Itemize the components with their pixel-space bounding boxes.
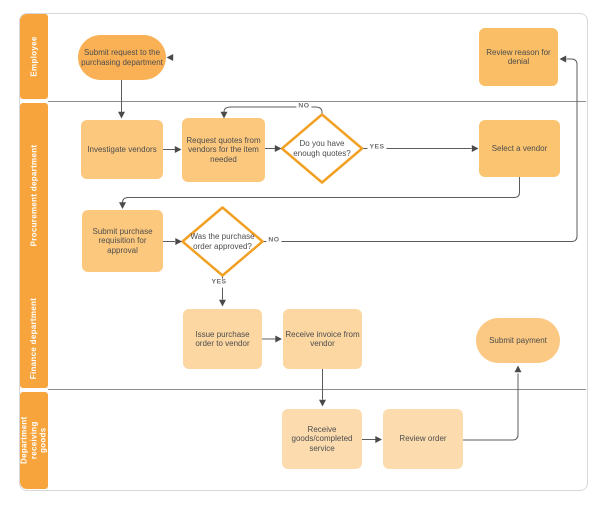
decision-diamond-enough-quotes[interactable] xyxy=(280,113,364,184)
edge-review-order-to-payment xyxy=(463,373,519,441)
lane-finance[interactable]: Finance department xyxy=(20,288,48,388)
node-submit-requisition[interactable]: Submit purchase requisition for approval xyxy=(82,210,163,272)
lane-receiving[interactable]: Department receiving goods xyxy=(20,392,48,489)
decision-po-approved-label: Was the purchase order approved? xyxy=(190,232,255,251)
node-review-order[interactable]: Review order xyxy=(383,409,463,469)
arrowheads xyxy=(118,54,567,443)
arrowhead-down-icon xyxy=(118,111,125,119)
node-receive-invoice[interactable]: Receive invoice from vendor xyxy=(283,309,362,369)
arrowhead-left-icon xyxy=(559,55,567,63)
node-select-vendor[interactable]: Select a vendor xyxy=(479,120,560,177)
edge-no-to-review-denial xyxy=(262,58,578,242)
arrowhead-right-icon xyxy=(174,146,182,153)
arrowhead-down-icon xyxy=(319,399,326,407)
lane-divider xyxy=(48,389,586,390)
arrowhead-right-icon xyxy=(375,436,382,443)
arrowhead-down-icon xyxy=(119,202,126,209)
edge-label-yes: YES xyxy=(209,278,229,288)
arrowhead-up-icon xyxy=(514,365,522,373)
arrowhead-right-icon xyxy=(175,238,182,245)
arrowhead-down-icon xyxy=(219,299,226,307)
arrowhead-right-icon xyxy=(275,335,282,343)
edge-label-no: NO xyxy=(296,102,312,112)
edge-label-no: NO xyxy=(266,236,282,246)
arrowhead-down-icon xyxy=(220,111,228,119)
node-submit-payment[interactable]: Submit payment xyxy=(476,318,560,363)
node-receive-goods[interactable]: Receive goods/completed service xyxy=(282,409,362,469)
node-review-denial[interactable]: Review reason for denial xyxy=(479,28,558,86)
lane-procurement[interactable]: Procurement department xyxy=(20,103,48,288)
decision-enough-quotes-label: Do you have enough quotes? xyxy=(293,139,351,158)
lane-employee[interactable]: Employee xyxy=(20,14,48,99)
edge-label-yes: YES xyxy=(367,143,387,153)
node-investigate-vendors[interactable]: Investigate vendors xyxy=(81,120,163,179)
edge-select-to-requisition xyxy=(122,177,520,203)
decision-diamond-po-approved[interactable] xyxy=(181,206,264,277)
edge-no-loop-quotes xyxy=(223,106,323,114)
arrowhead-right-icon xyxy=(274,145,282,152)
node-request-quotes[interactable]: Request quotes from vendors for the item… xyxy=(182,118,265,182)
arrowhead-left-icon xyxy=(166,54,174,61)
lane-divider xyxy=(48,101,586,102)
node-submit-request[interactable]: Submit request to the purchasing departm… xyxy=(78,35,166,80)
node-issue-po[interactable]: Issue purchase order to vendor xyxy=(183,309,262,369)
arrowhead-right-icon xyxy=(471,145,479,152)
